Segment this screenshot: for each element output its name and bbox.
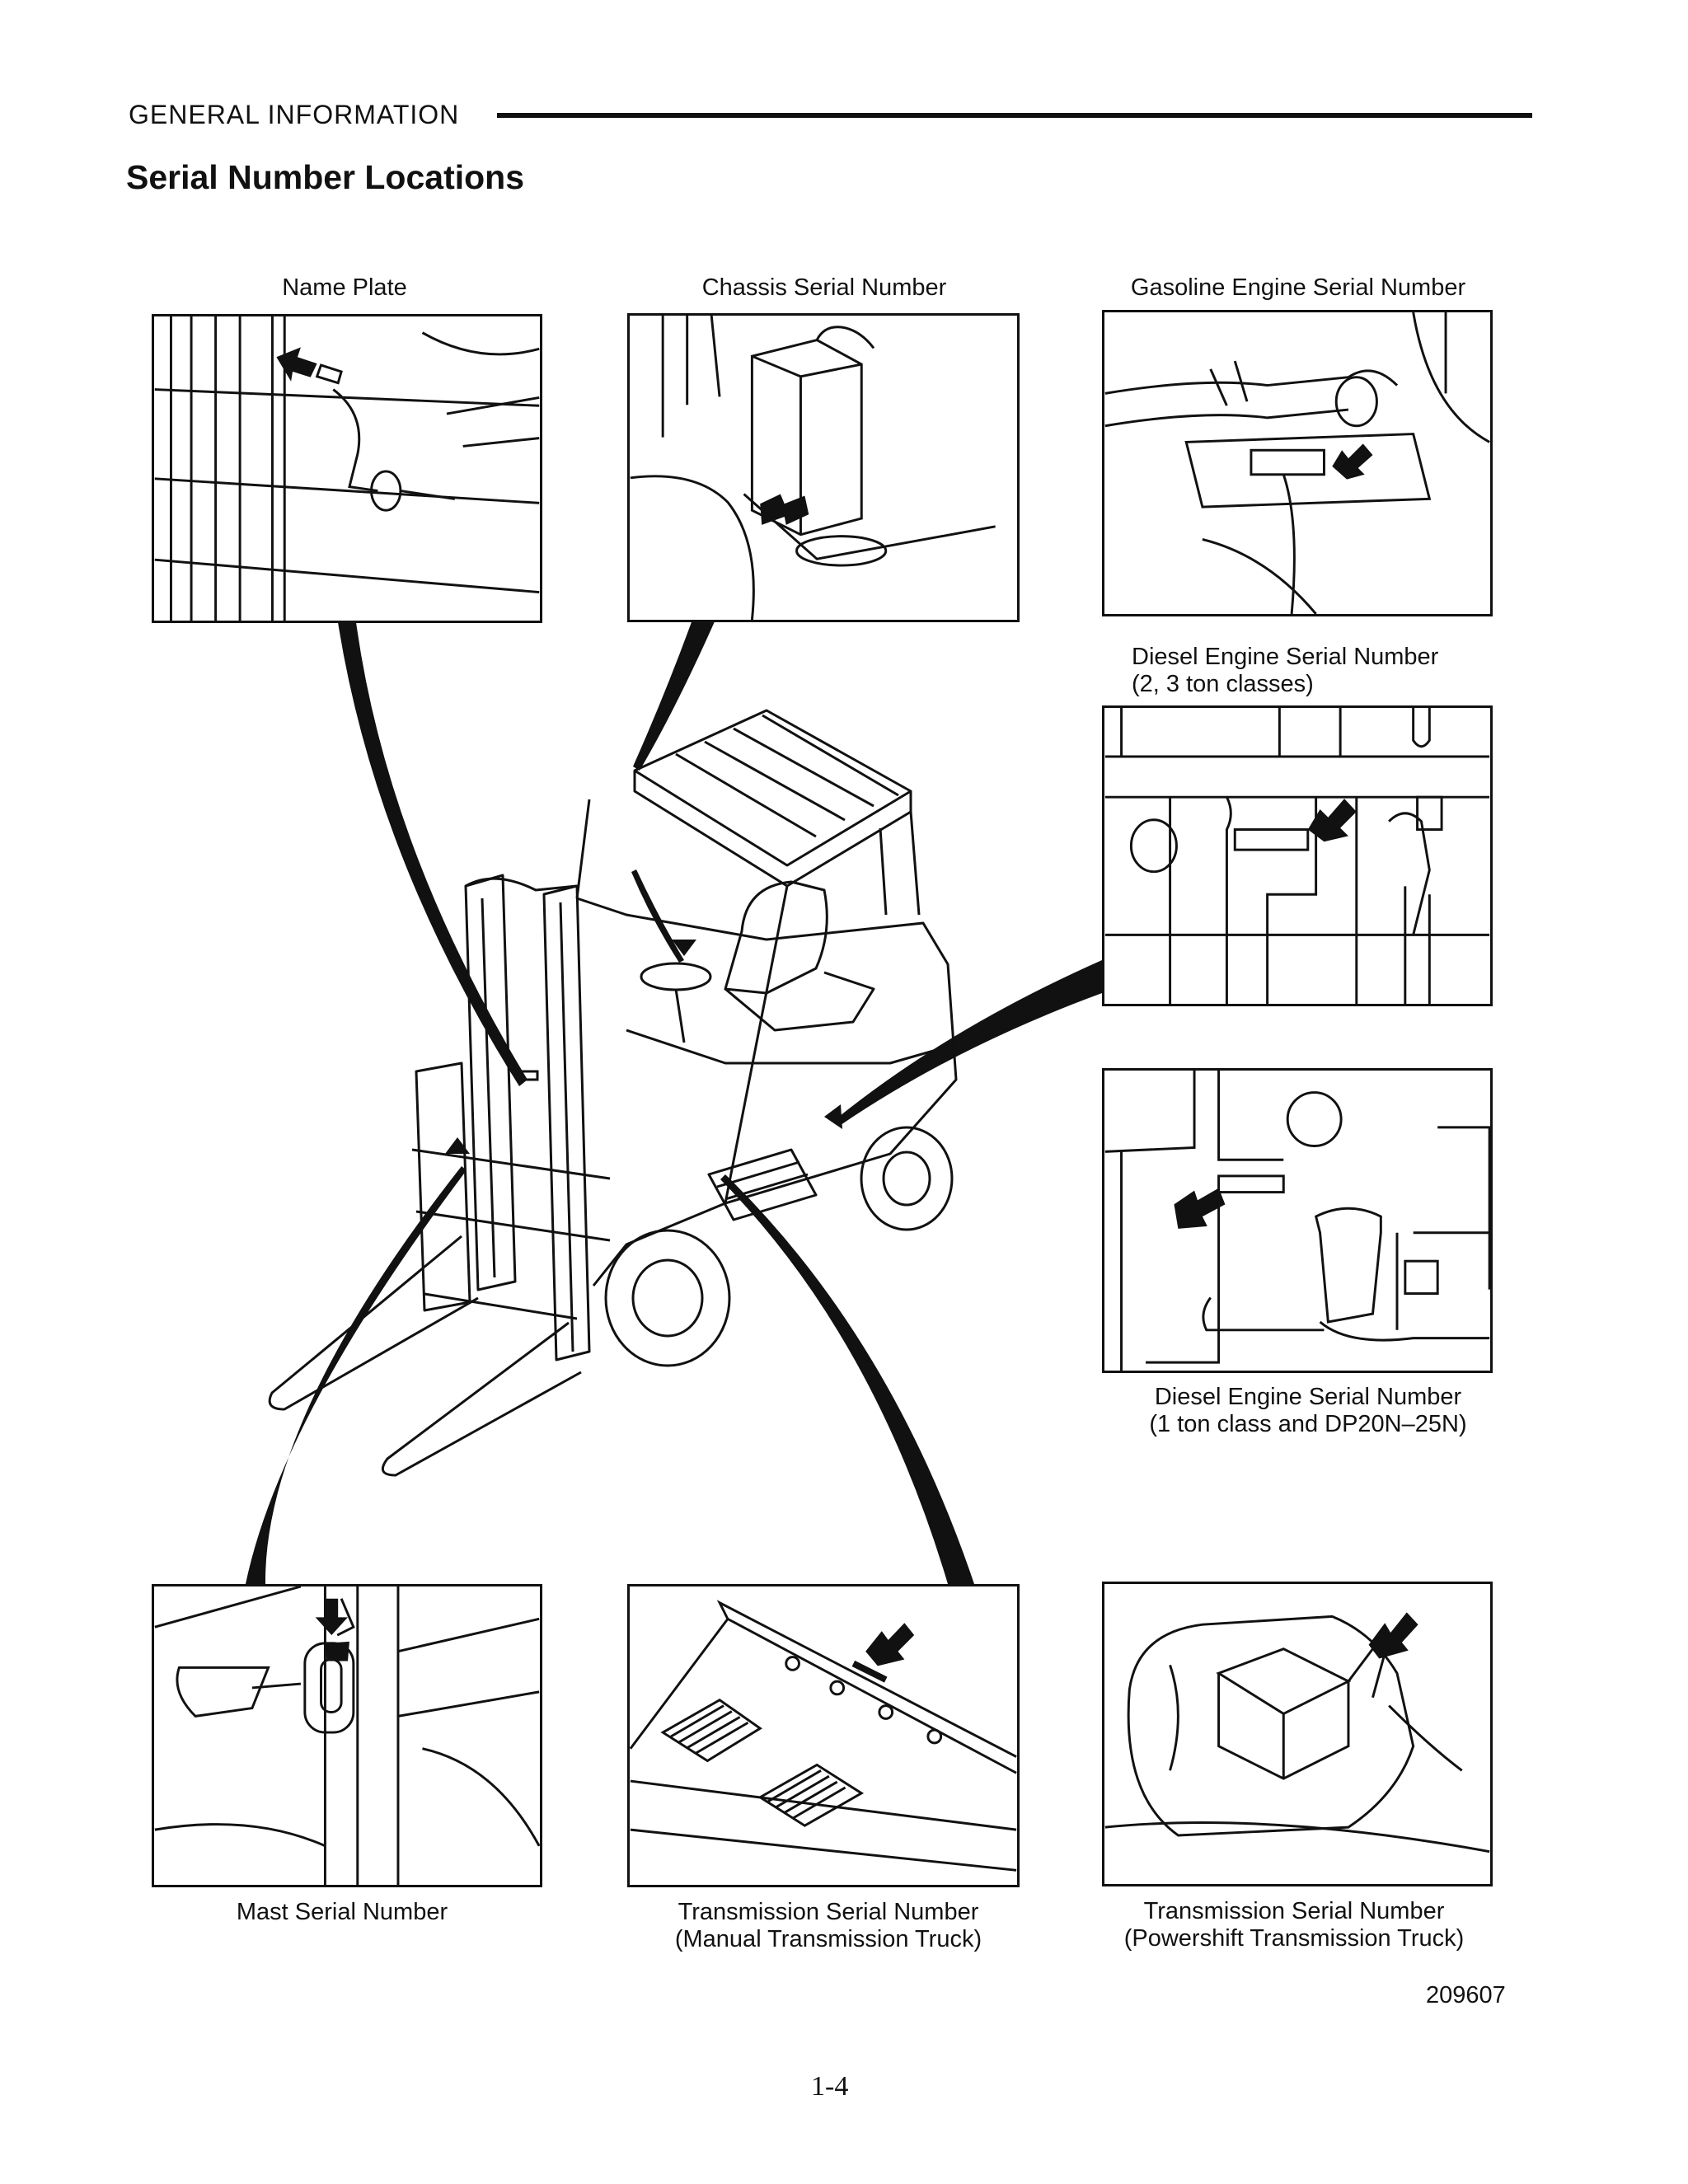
caption-diesel-1-ton-line2: (1 ton class and DP20N–25N) xyxy=(1149,1411,1467,1437)
gasoline-engine-drawing xyxy=(1104,312,1490,614)
caption-name-plate: Name Plate xyxy=(282,274,407,301)
caption-chassis: Chassis Serial Number xyxy=(701,274,947,301)
trans-powershift-drawing xyxy=(1104,1612,1490,1854)
figure-number: 209607 xyxy=(1426,1982,1506,2008)
section-heading: GENERAL INFORMATION xyxy=(129,100,460,129)
leader-name-plate xyxy=(338,622,528,1086)
chassis-drawing xyxy=(630,316,996,620)
mast-drawing xyxy=(154,1586,540,1885)
diesel-2-3-drawing xyxy=(1104,708,1490,1004)
caption-trans-powershift-line1: Transmission Serial Number xyxy=(1143,1898,1445,1924)
diesel-1-ton-panel xyxy=(1102,1068,1493,1373)
leader-mast xyxy=(246,1166,467,1584)
name-plate-panel xyxy=(152,314,542,623)
diesel-2-3-panel xyxy=(1102,705,1493,1006)
diesel-1-ton-drawing xyxy=(1104,1071,1490,1371)
caption-diesel-2-3-line1: Diesel Engine Serial Number xyxy=(1132,644,1439,670)
caption-trans-manual-line2: (Manual Transmission Truck) xyxy=(674,1926,982,1952)
caption-diesel-1-ton-line1: Diesel Engine Serial Number xyxy=(1154,1384,1462,1410)
chassis-panel xyxy=(627,313,1020,622)
gasoline-engine-panel xyxy=(1102,310,1493,616)
mast-panel xyxy=(152,1584,542,1887)
page-title: Serial Number Locations xyxy=(126,158,525,196)
leader-diesel xyxy=(836,960,1102,1125)
leader-chassis xyxy=(633,620,715,771)
leader-transmission xyxy=(720,1174,974,1584)
caption-mast: Mast Serial Number xyxy=(236,1899,448,1925)
caption-trans-manual-line1: Transmission Serial Number xyxy=(678,1899,979,1925)
page-number: 1-4 xyxy=(811,2071,849,2102)
trans-manual-panel xyxy=(627,1584,1020,1887)
trans-powershift-panel xyxy=(1102,1582,1493,1886)
name-plate-drawing xyxy=(154,316,540,621)
caption-diesel-2-3-line2: (2, 3 ton classes) xyxy=(1132,671,1314,697)
caption-gasoline-engine: Gasoline Engine Serial Number xyxy=(1130,274,1466,301)
caption-trans-powershift-line2: (Powershift Transmission Truck) xyxy=(1123,1925,1465,1952)
header-rule xyxy=(497,113,1532,118)
trans-manual-drawing xyxy=(630,1600,1017,1872)
